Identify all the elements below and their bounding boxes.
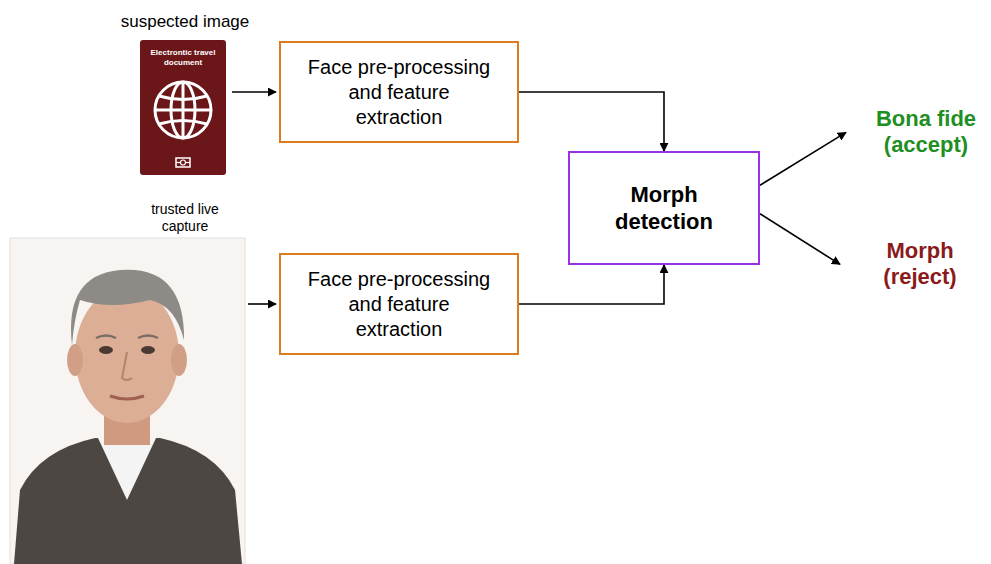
box-text: Face pre-processing and feature extracti… (306, 55, 492, 130)
connector-arrow (519, 92, 664, 151)
outcome-label: Morph (reject) (860, 238, 980, 291)
connector-arrow (519, 265, 664, 304)
output-arrow (760, 132, 846, 185)
outcome-label: Bona fide (accept) (866, 106, 986, 159)
image-caption: suspected image (85, 12, 285, 32)
process-box: Face pre-processing and feature extracti… (279, 253, 519, 355)
box-text: Morph detection (602, 181, 726, 236)
process-box: Face pre-processing and feature extracti… (279, 41, 519, 143)
chip-symbol (176, 158, 190, 167)
passport-cover (140, 40, 226, 175)
box-text: Face pre-processing and feature extracti… (306, 267, 492, 342)
image-caption: trusted live capture (137, 201, 233, 235)
portrait-photo (10, 238, 245, 564)
input-arrow (248, 303, 276, 305)
eye (99, 346, 113, 354)
eye (141, 346, 155, 354)
passport-title: Electrontic travel document (142, 48, 224, 67)
nose (122, 352, 132, 380)
mouth (110, 396, 144, 399)
output-arrow (760, 214, 840, 265)
face (75, 287, 179, 423)
ear (67, 344, 83, 376)
eyebrows (96, 336, 158, 339)
jacket (14, 438, 242, 564)
globe-symbol (155, 82, 211, 138)
photo-background (10, 238, 245, 564)
input-arrow (232, 91, 276, 93)
shirt-collar (98, 438, 156, 500)
detector-box: Morph detection (568, 151, 760, 265)
hair (71, 270, 184, 345)
passport-illustration (140, 40, 226, 175)
ear (171, 344, 187, 376)
